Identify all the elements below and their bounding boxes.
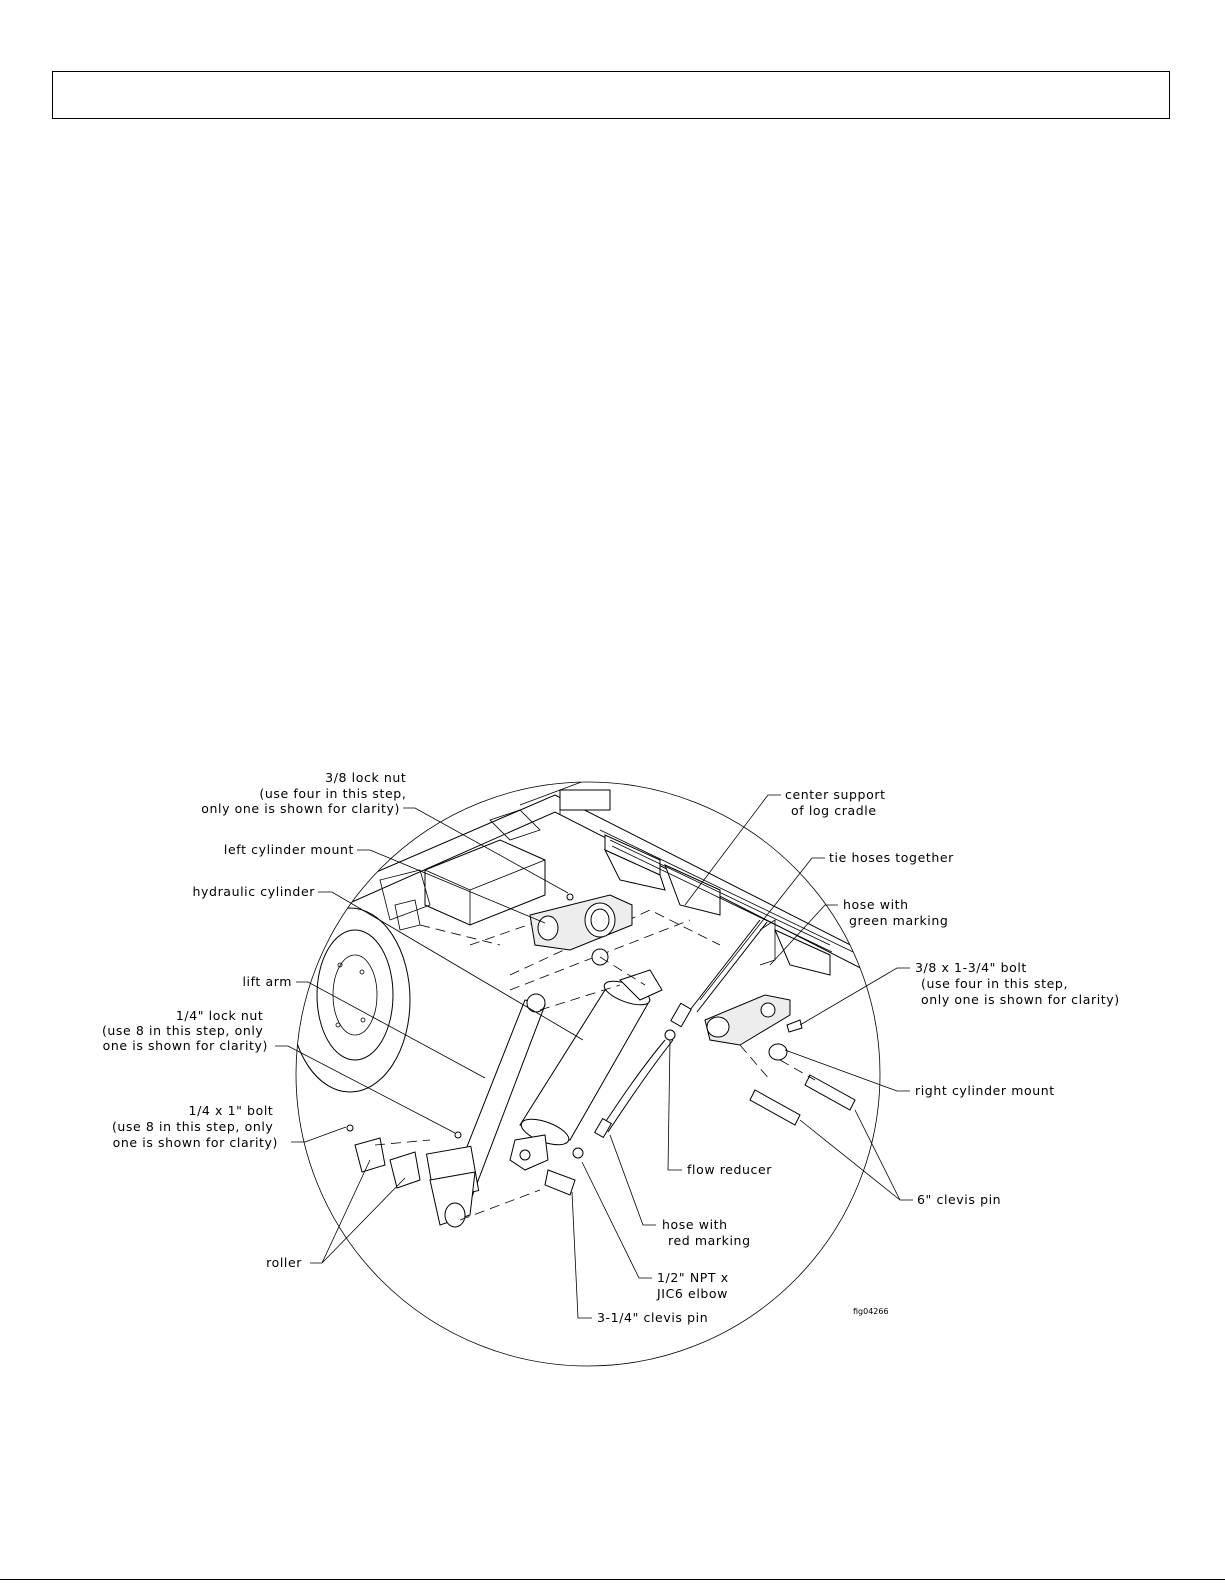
label-line: hose with bbox=[662, 1217, 728, 1232]
label-bolt-14: 1/4 x 1" bolt (use 8 in this step, only … bbox=[112, 1103, 278, 1150]
label-flow-reducer: flow reducer bbox=[687, 1162, 772, 1177]
label-tie-hoses: tie hoses together bbox=[829, 850, 954, 865]
label-line: center support bbox=[785, 787, 886, 802]
detail-circle bbox=[295, 781, 881, 1367]
label-line: 1/2" NPT x bbox=[657, 1270, 729, 1285]
label-right-cylinder-mount: right cylinder mount bbox=[915, 1083, 1055, 1098]
label-lift-arm: lift arm bbox=[242, 974, 292, 989]
label-line: 3/8 lock nut bbox=[325, 770, 406, 785]
label-line: red marking bbox=[668, 1233, 751, 1248]
label-line: 3/8 x 1-3/4" bolt bbox=[915, 960, 1027, 975]
label-clevis-pin-6: 6" clevis pin bbox=[917, 1192, 1001, 1207]
label-lock-nut-38: 3/8 lock nut (use four in this step, onl… bbox=[201, 770, 411, 816]
label-line: hose with bbox=[843, 897, 909, 912]
label-lock-nut-14: 1/4" lock nut (use 8 in this step, only … bbox=[102, 1008, 268, 1053]
label-line: JIC6 elbow bbox=[656, 1286, 728, 1301]
label-line: (use 8 in this step, only bbox=[112, 1119, 273, 1134]
label-bolt-38: 3/8 x 1-3/4" bolt (use four in this step… bbox=[915, 960, 1120, 1007]
label-line: 1/4" lock nut bbox=[176, 1008, 264, 1023]
label-clevis-pin-314: 3-1/4" clevis pin bbox=[597, 1310, 708, 1325]
label-line: of log cradle bbox=[791, 803, 877, 818]
machine-drawing bbox=[296, 782, 880, 1228]
label-line: (use four in this step, bbox=[259, 786, 406, 801]
label-hydraulic-cylinder: hydraulic cylinder bbox=[193, 884, 316, 899]
label-roller: roller bbox=[266, 1255, 302, 1270]
leader-lines bbox=[275, 794, 913, 1319]
title-box bbox=[52, 71, 1170, 119]
label-line: (use 8 in this step, only bbox=[102, 1023, 263, 1038]
bottom-rule bbox=[0, 1579, 1225, 1580]
label-hose-green: hose with green marking bbox=[843, 897, 948, 928]
label-line: only one is shown for clarity) bbox=[921, 992, 1120, 1007]
label-center-support: center support of log cradle bbox=[785, 787, 890, 818]
label-line: green marking bbox=[849, 913, 948, 928]
label-line: (use four in this step, bbox=[921, 976, 1068, 991]
label-line: 1/4 x 1" bolt bbox=[189, 1103, 274, 1118]
label-line: one is shown for clarity) bbox=[113, 1135, 278, 1150]
label-line: one is shown for clarity) bbox=[103, 1038, 268, 1053]
label-line: only one is shown for clarity) bbox=[201, 801, 400, 816]
label-elbow: 1/2" NPT x JIC6 elbow bbox=[656, 1270, 733, 1301]
label-hose-red: hose with red marking bbox=[662, 1217, 751, 1248]
label-left-cylinder-mount: left cylinder mount bbox=[224, 842, 354, 857]
figure-id: fig04266 bbox=[853, 1307, 889, 1316]
